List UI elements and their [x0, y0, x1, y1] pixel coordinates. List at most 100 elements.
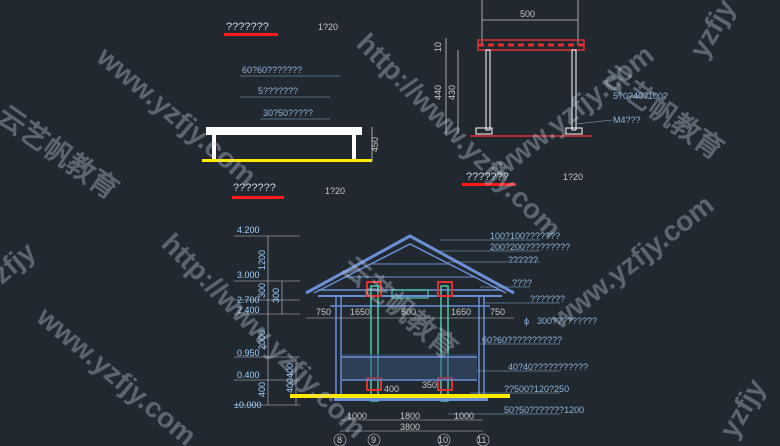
- span-dim-5: 750: [490, 307, 505, 317]
- span-dim-4: 1650: [451, 307, 471, 317]
- bench-section-scale: 1?20: [318, 22, 338, 32]
- span-dim-2: 1650: [350, 307, 370, 317]
- bench-top-board: [206, 127, 362, 135]
- level-4200: 4.200: [237, 225, 260, 235]
- axis-label-9: 9: [371, 435, 376, 445]
- axis-label-8: 8: [337, 435, 342, 445]
- watermark-text: www.yzfjy.com: [544, 189, 720, 336]
- frame-post-right: [571, 49, 577, 131]
- watermark-text: www.yzfjy.com: [90, 40, 262, 191]
- annotation-2: 200?200?????????: [490, 242, 570, 252]
- level-0950: 0.950: [237, 348, 260, 358]
- annotation-4: ????: [512, 278, 532, 288]
- leader-line: [575, 119, 613, 125]
- bench-note-2: 5???????: [258, 86, 298, 96]
- vdim-400400: 400400: [285, 363, 295, 393]
- level-2400: 2.400: [237, 305, 260, 315]
- bottom-dimensions: 1000 1800 1000 3800 8 9 10 11: [333, 411, 490, 446]
- axis-bubble: [367, 433, 381, 446]
- bench-leg-left: [212, 135, 216, 159]
- axis-bubble: [476, 433, 490, 446]
- frame-top-dim: 500: [520, 9, 535, 19]
- foundation-line: [334, 398, 488, 401]
- level-0400: 0.400: [237, 370, 260, 380]
- pavilion-roof: [305, 234, 515, 295]
- annotation-8: 40?40???????????: [508, 362, 588, 372]
- inner-dim-400: 400: [384, 384, 399, 394]
- bench-leg-right: [352, 135, 356, 159]
- axis-bubble: [333, 433, 347, 446]
- watermark-text: 云艺帆教育: [0, 99, 125, 206]
- column-inner-left: [370, 285, 379, 402]
- bench-note-3: 30?50?????: [263, 108, 313, 118]
- annotation-10: 50?50???????1200: [504, 405, 584, 415]
- annotation-1: 100?100???????: [490, 231, 560, 241]
- bench-note-1: 60?60???????: [242, 65, 302, 75]
- bench-infill: [342, 354, 477, 380]
- phi-symbol: ϕ: [524, 316, 529, 326]
- roof-outer-line: [305, 234, 515, 295]
- bench-height-dim: 450: [370, 137, 380, 152]
- annotation-3: ??????: [508, 255, 538, 265]
- frame-note-2: M4???: [613, 115, 641, 125]
- mid-detail-title: ???????: [233, 182, 276, 194]
- pavilion-elevation: 4.200 3.000 2.700 2.400 0.950 0.400 ±0.0…: [234, 225, 597, 446]
- roof-inner-line: [313, 243, 507, 294]
- span-dim-3: 500: [401, 307, 416, 317]
- level-3000: 3.000: [237, 270, 260, 280]
- watermark-text: yzfjy: [713, 373, 771, 443]
- axis-bubble: [437, 433, 451, 446]
- bottom-span-3: 1000: [454, 411, 474, 421]
- frame-detail-title-underline: [462, 183, 516, 186]
- frame-dim-left-3: 430: [447, 85, 457, 100]
- elevation-ground-line: [290, 394, 510, 398]
- level-2700: 2.700: [237, 295, 260, 305]
- mid-detail-title-underline: [232, 196, 284, 199]
- frame-detail: 500 10 440 430 5?0?40?100? M4??? ???????…: [433, 0, 668, 186]
- frame-base-right: [565, 127, 583, 135]
- elevation-annotations: 100?100??????? 200?200????????? ?????? ?…: [440, 231, 597, 415]
- frame-dim-left-1: 10: [433, 42, 443, 52]
- annotation-5: ???????: [530, 294, 565, 304]
- bench-ground-line: [202, 159, 372, 162]
- frame-dim-left-2: 440: [433, 85, 443, 100]
- column-inner-right: [440, 285, 449, 402]
- vdim-2000: 2000: [257, 330, 267, 350]
- bench-section-title: ???????: [226, 21, 269, 33]
- frame-note-1: 5?0?40?100?: [613, 91, 668, 101]
- frame-detail-scale: 1?20: [563, 172, 583, 182]
- frame-post-left: [485, 49, 491, 131]
- watermark-text: www.yzfjy.com: [30, 300, 202, 446]
- watermark-text: yzfjy: [683, 0, 741, 63]
- bench-section-title-underline: [224, 33, 278, 36]
- bottom-span-1: 1000: [347, 411, 367, 421]
- axis-label-11: 11: [477, 435, 486, 445]
- column-outer-right: [478, 295, 485, 397]
- center-lintel: [391, 289, 429, 299]
- bench-section-detail: ??????? 1?20 60?60??????? 5??????? 30?50…: [202, 21, 380, 199]
- joint-marker: [437, 281, 453, 297]
- joint-marker: [366, 281, 382, 297]
- annotation-9: ??500?120?250: [504, 384, 569, 394]
- watermark-text: 云艺帆教育: [597, 59, 730, 166]
- mid-detail-scale: 1?20: [325, 186, 345, 196]
- frame-base-left: [475, 127, 493, 135]
- pavilion-columns: [335, 285, 485, 402]
- bottom-total: 3800: [400, 422, 420, 432]
- vdim-1200: 1200: [257, 250, 267, 270]
- level-0000: ±0.000: [234, 400, 261, 410]
- watermark-text: yzfjy: [0, 236, 42, 300]
- annotation-6: 300?????????: [537, 316, 597, 326]
- axis-label-10: 10: [438, 435, 448, 445]
- vertical-dimensions: 1200 300 300 2000 400400 400: [257, 236, 297, 405]
- annotation-7: 60?60???????????: [482, 335, 562, 345]
- frame-detail-title: ???????: [466, 171, 509, 183]
- inner-dim-350: 350: [422, 380, 437, 390]
- column-outer-left: [335, 295, 342, 397]
- horizontal-span-dims: 750 1650 500 1650 750 400 350: [306, 307, 514, 394]
- level-marks: 4.200 3.000 2.700 2.400 0.950 0.400 ±0.0…: [234, 225, 300, 410]
- vdim-400: 400: [257, 382, 267, 397]
- bottom-span-2: 1800: [400, 411, 420, 421]
- vdim-300b: 300: [271, 288, 281, 303]
